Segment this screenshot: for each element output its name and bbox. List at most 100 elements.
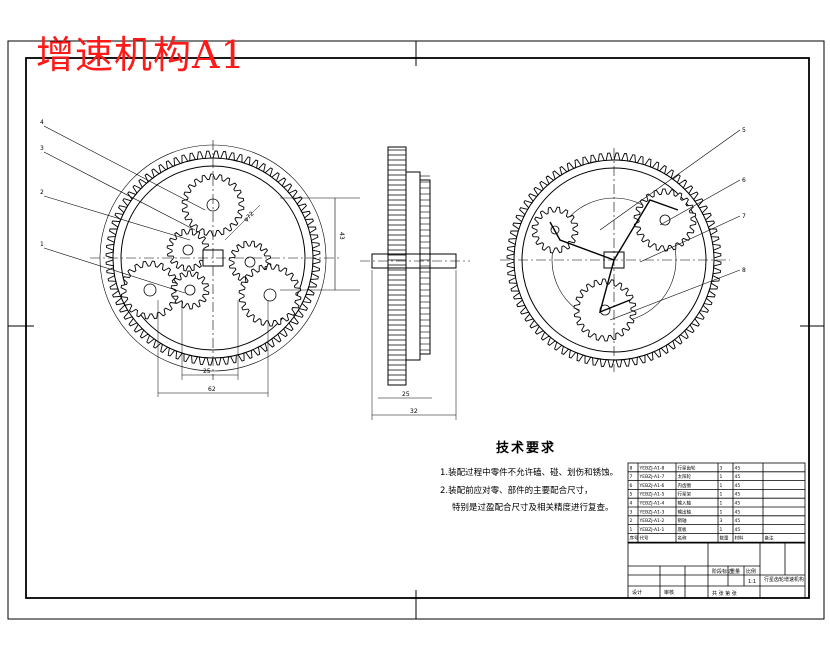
planet-gear xyxy=(170,270,210,310)
side-carrier xyxy=(405,171,421,361)
bom-cell: YEBZJ-A1-1 xyxy=(639,527,665,533)
leader-label-8: 8 xyxy=(742,267,746,274)
side-plate xyxy=(419,179,431,355)
requirement-1: 1.装配过程中零件不允许磕、碰、划伤和锈蚀。 xyxy=(440,468,619,478)
bom-cell: 1 xyxy=(720,509,723,515)
planet-bore xyxy=(244,256,256,268)
bom-header-cell: 备注 xyxy=(765,535,774,542)
bom-cell: YEBZJ-A1-5 xyxy=(639,492,665,498)
weight-label: 重量 xyxy=(730,568,740,575)
planet-gear xyxy=(166,228,210,272)
inner-border xyxy=(25,57,810,599)
bom-cell: 8 xyxy=(630,465,633,471)
side-dim-large-label: 32 xyxy=(410,408,418,415)
planet-bore xyxy=(184,284,196,296)
leader-6 xyxy=(659,179,741,226)
bom-cell: 1 xyxy=(720,501,723,507)
planet-gear xyxy=(181,173,245,237)
leader-7 xyxy=(639,215,741,263)
bom-cell: YEBZJ-A1-8 xyxy=(639,465,665,471)
side-ring xyxy=(387,146,407,386)
leader-label-3: 3 xyxy=(40,145,44,152)
bom-cell: YEBZJ-A1-3 xyxy=(639,509,665,515)
bom-header-cell: 数量 xyxy=(720,535,729,542)
planet-bore xyxy=(659,214,671,226)
leader-label-4: 4 xyxy=(40,119,44,126)
check-label: 审核 xyxy=(664,589,674,596)
back-labels: 5 6 7 8 xyxy=(742,127,746,274)
planet-gear xyxy=(633,188,697,252)
planet-bore xyxy=(550,225,560,235)
bom-cell: 45 xyxy=(735,483,741,489)
bom-cell: 1 xyxy=(720,492,723,498)
scale-value: 1:1 xyxy=(748,579,756,585)
bom-cell: 底板 xyxy=(678,526,687,533)
planet-bore xyxy=(143,283,157,297)
bom-cell: 7 xyxy=(630,474,633,480)
planet-gear xyxy=(238,263,302,327)
bom-cell: 4 xyxy=(630,501,633,507)
leader-label-2: 2 xyxy=(40,189,44,196)
bom-cell: 5 xyxy=(630,492,633,498)
bom-cell: 行星架 xyxy=(678,491,692,498)
drawing-name: 行星齿轮增速机构 xyxy=(764,576,804,583)
bom-cell: 3 xyxy=(630,509,633,515)
leader-4 xyxy=(43,125,206,211)
bom-cell: 45 xyxy=(735,492,741,498)
bom-cell: 1 xyxy=(720,483,723,489)
bom-header-cell: 序号 xyxy=(630,535,639,542)
bom-cell: 行星齿轮 xyxy=(678,464,696,471)
dim-width-large: 62 xyxy=(208,386,216,393)
dim-diameter: φ72 xyxy=(242,210,255,223)
planet-bore xyxy=(263,288,277,302)
dim-diameter-leader xyxy=(224,204,261,241)
bom-cell: YEBZJ-A1-7 xyxy=(639,474,665,480)
bom-cell: YEBZJ-A1-2 xyxy=(639,518,665,524)
ratio-label: 比例 xyxy=(746,568,756,575)
planet-bore xyxy=(182,244,194,256)
bom-cell: YEBZJ-A1-6 xyxy=(639,483,665,489)
dim-height: 43 xyxy=(338,232,345,240)
bom-cell: 输出轴 xyxy=(678,508,692,515)
side-ring-teeth xyxy=(388,149,430,381)
centering-marks xyxy=(8,41,824,619)
drawing-title: 增速机构A1 xyxy=(36,33,246,77)
bom-cell: 销轴 xyxy=(678,517,687,524)
bom-cell: 输入轴 xyxy=(678,500,692,507)
side-view xyxy=(360,146,470,420)
carrier-arm-2 xyxy=(549,221,615,261)
bom-cell: 1 xyxy=(630,527,633,533)
side-dim-small-label: 25 xyxy=(402,391,410,398)
requirement-3: 特别是过盈配合尺寸及相关精度进行复查。 xyxy=(452,503,614,513)
title-block-text: 行星齿轮增速机构 设计 审核 阶段标记 重量 比例 1:1 共 张 第 张 xyxy=(632,568,804,597)
stage-label: 阶段标记 xyxy=(712,568,732,575)
bom-cell: 太阳轮 xyxy=(678,473,692,480)
leader-label-6: 6 xyxy=(742,177,746,184)
back-view xyxy=(500,129,741,372)
bom-table xyxy=(627,462,806,544)
bom-cell: 3 xyxy=(720,518,723,524)
bom-cell: 1 xyxy=(720,474,723,480)
bom-header-cell: 材料 xyxy=(735,535,744,542)
design-label: 设计 xyxy=(632,589,642,596)
leader-label-7: 7 xyxy=(742,213,746,220)
leader-8 xyxy=(609,269,741,321)
outer-border xyxy=(7,40,825,620)
leader-label-1: 1 xyxy=(40,241,44,248)
bom-cell: YEBZJ-A1-4 xyxy=(639,501,665,507)
side-dim-labels: 25 32 xyxy=(402,391,418,415)
planet-gear xyxy=(120,260,180,320)
bom-cell: 1 xyxy=(720,527,723,533)
bom-cell: 45 xyxy=(735,465,741,471)
carrier-arm-3 xyxy=(598,259,631,314)
leader-label-5: 5 xyxy=(742,127,746,134)
front-view xyxy=(43,125,360,397)
leader-5 xyxy=(599,129,741,231)
leader-3 xyxy=(43,151,196,231)
sheet-label: 共 张 第 张 xyxy=(712,590,737,597)
bom-cell: 45 xyxy=(735,501,741,507)
leader-2 xyxy=(43,195,191,241)
bom-cell: 45 xyxy=(735,509,741,515)
